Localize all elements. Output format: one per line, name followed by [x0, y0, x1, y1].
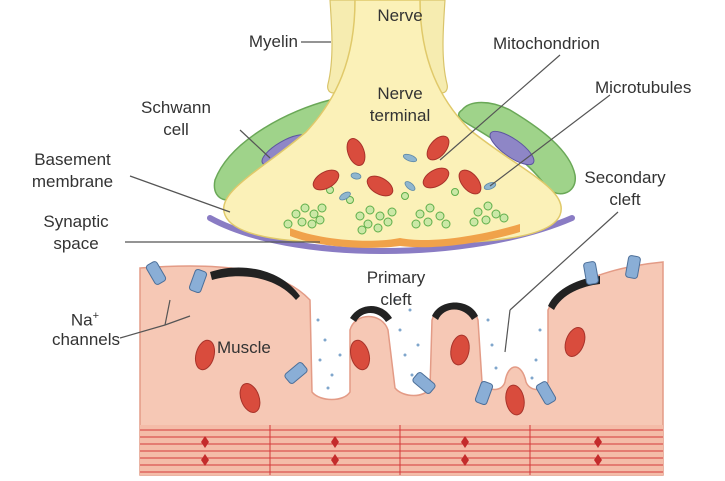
- myofibril-striations: [140, 425, 663, 475]
- secondary-cleft-label-line1: Secondary: [572, 168, 678, 188]
- microtubules-label: Microtubules: [595, 78, 691, 98]
- synaptic-space-label-line2: space: [28, 234, 124, 254]
- myelin-label: Myelin: [228, 32, 298, 52]
- nerve-label: Nerve: [368, 6, 432, 26]
- nerve-terminal-label-line2: terminal: [355, 106, 445, 126]
- na-channels-label-line1: Na+: [50, 306, 120, 331]
- basement-membrane-label-line2: membrane: [20, 172, 125, 192]
- nerve-terminal-label-line1: Nerve: [355, 84, 445, 104]
- basement-membrane-label-line1: Basement: [20, 150, 125, 170]
- primary-cleft-label-line2: cleft: [356, 290, 436, 310]
- na-superscript: +: [93, 310, 99, 322]
- schwann-cell-label-line1: Schwann: [130, 98, 222, 118]
- na-text: Na: [71, 311, 93, 330]
- schwann-cell-label-line2: cell: [130, 120, 222, 140]
- secondary-cleft-label-line2: cleft: [572, 190, 678, 210]
- muscle-label: Muscle: [217, 338, 271, 358]
- primary-cleft-label-line1: Primary: [356, 268, 436, 288]
- synaptic-space-label-line1: Synaptic: [28, 212, 124, 232]
- na-channels-label-line2: channels: [36, 330, 136, 350]
- mitochondrion-label: Mitochondrion: [493, 34, 600, 54]
